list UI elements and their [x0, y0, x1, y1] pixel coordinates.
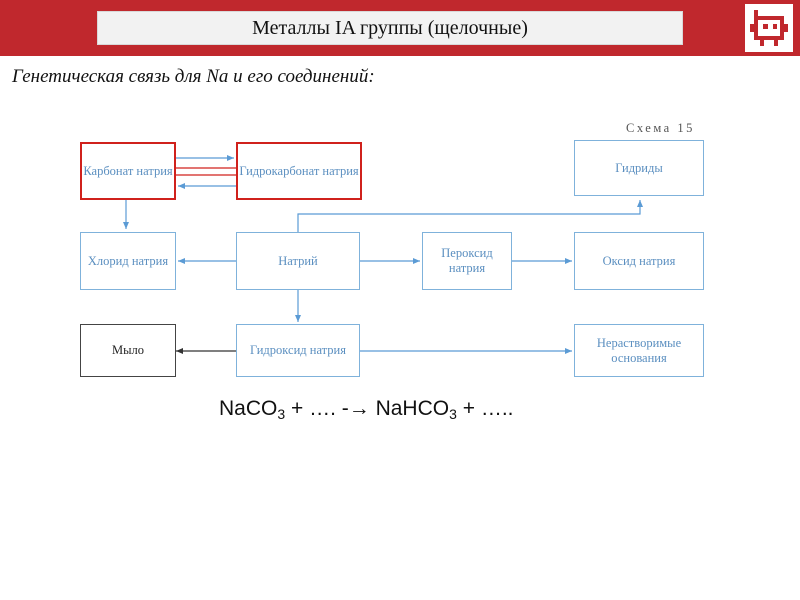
box-sodium-chloride: Хлорид натрия: [80, 232, 176, 290]
box-sodium-hydroxide: Гидроксид натрия: [236, 324, 360, 377]
box-sodium-bicarbonate: Гидрокарбонат натрия: [236, 142, 362, 200]
arrow-sodium-to-hydrides: [297, 200, 643, 232]
equation-tail: + …..: [456, 397, 514, 420]
box-sodium-peroxide: Пероксид натрия: [422, 232, 512, 290]
box-soap: Мыло: [80, 324, 176, 377]
scheme-label: Схема 15: [626, 121, 695, 135]
diagram-subtitle: Генетическая связь для Na и его соединен…: [12, 66, 375, 87]
box-sodium-carbonate: Карбонат натрия: [80, 142, 176, 200]
equation-middle: + …. -→ NaHCO: [285, 397, 450, 420]
box-hydrides: Гидриды: [574, 140, 704, 196]
box-sodium-oxide: Оксид натрия: [574, 232, 704, 290]
reaction-equation: NaCO3 + …. -→ NaHCO3 + …..: [219, 397, 514, 421]
equation-lhs-formula: NaCO: [219, 397, 278, 420]
equation-lhs-subscript: 3: [277, 406, 286, 422]
box-sodium: Натрий: [236, 232, 360, 290]
pixel-robot-logo-icon: [745, 4, 793, 52]
box-insoluble-bases: Нерастворимые основания: [574, 324, 704, 377]
page-title: Металлы IA группы (щелочные): [97, 11, 683, 45]
equation-rhs-subscript: 3: [449, 406, 457, 422]
